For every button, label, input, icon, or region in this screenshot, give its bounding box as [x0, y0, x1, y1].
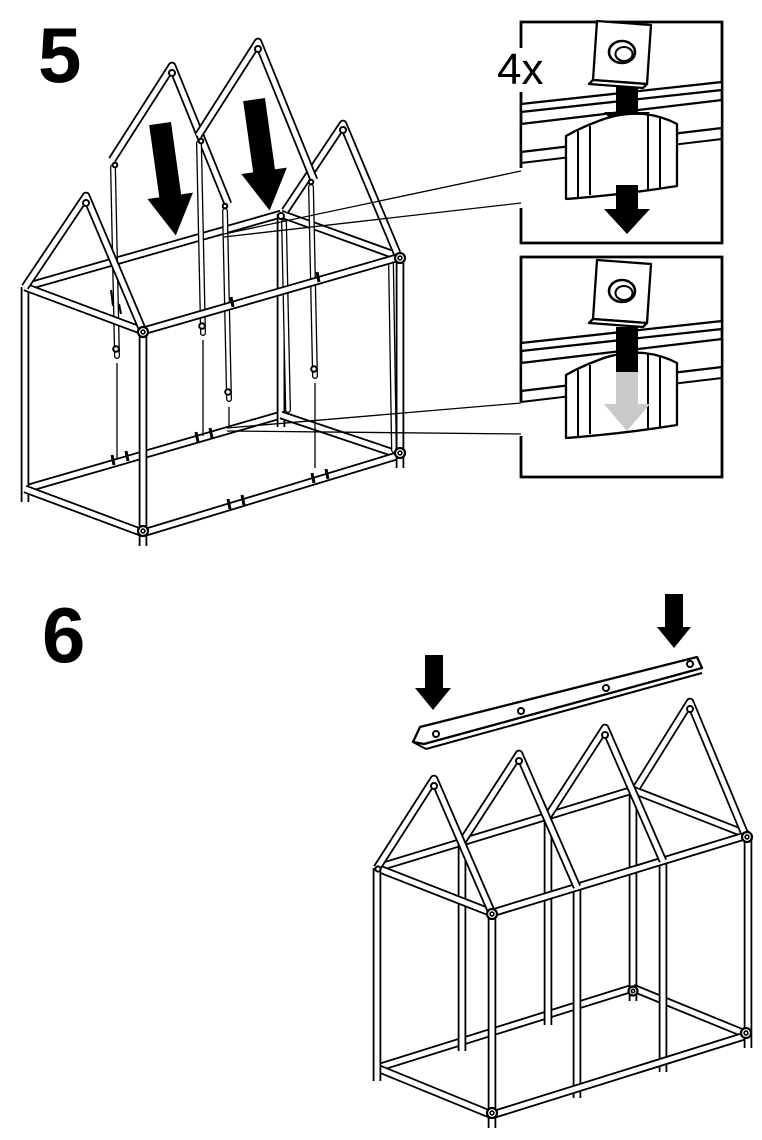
step-6-number: 6: [42, 591, 86, 679]
frame-back-rails: [23, 209, 402, 494]
slot-marks: [110, 271, 330, 510]
frame-front-rails: [372, 830, 753, 1128]
down-arrow-icon: [241, 98, 287, 211]
ghost-down-arrow-icon: [604, 372, 650, 431]
ridge-rail: [411, 655, 704, 750]
callout-box-bottom: [519, 255, 724, 479]
step-5-number: 5: [38, 11, 82, 99]
down-arrow-icon: [657, 594, 691, 648]
corner-bolts: [374, 830, 754, 1120]
down-arrow-shaft: [616, 327, 638, 374]
frame-left-end-gable: [20, 191, 147, 538]
quantity-label: 4x: [494, 48, 547, 92]
down-arrow-icon: [147, 122, 194, 236]
fastener-clip-icon: [564, 112, 679, 201]
frame-front-rails: [138, 252, 405, 546]
square-plate-icon: [587, 258, 653, 329]
callout-box-top: [519, 19, 724, 245]
step5-figure: [20, 37, 407, 546]
gables: [373, 697, 748, 915]
square-plate-icon: [587, 19, 653, 90]
down-arrow-icon: [415, 655, 451, 710]
down-arrow-icon: [604, 185, 650, 234]
callout-leader-lines: [223, 170, 522, 435]
step6-figure: [372, 594, 754, 1128]
frame-back-rails: [375, 785, 750, 1073]
gable-piece-right-seated: [281, 119, 401, 453]
corner-bolts: [136, 212, 407, 538]
